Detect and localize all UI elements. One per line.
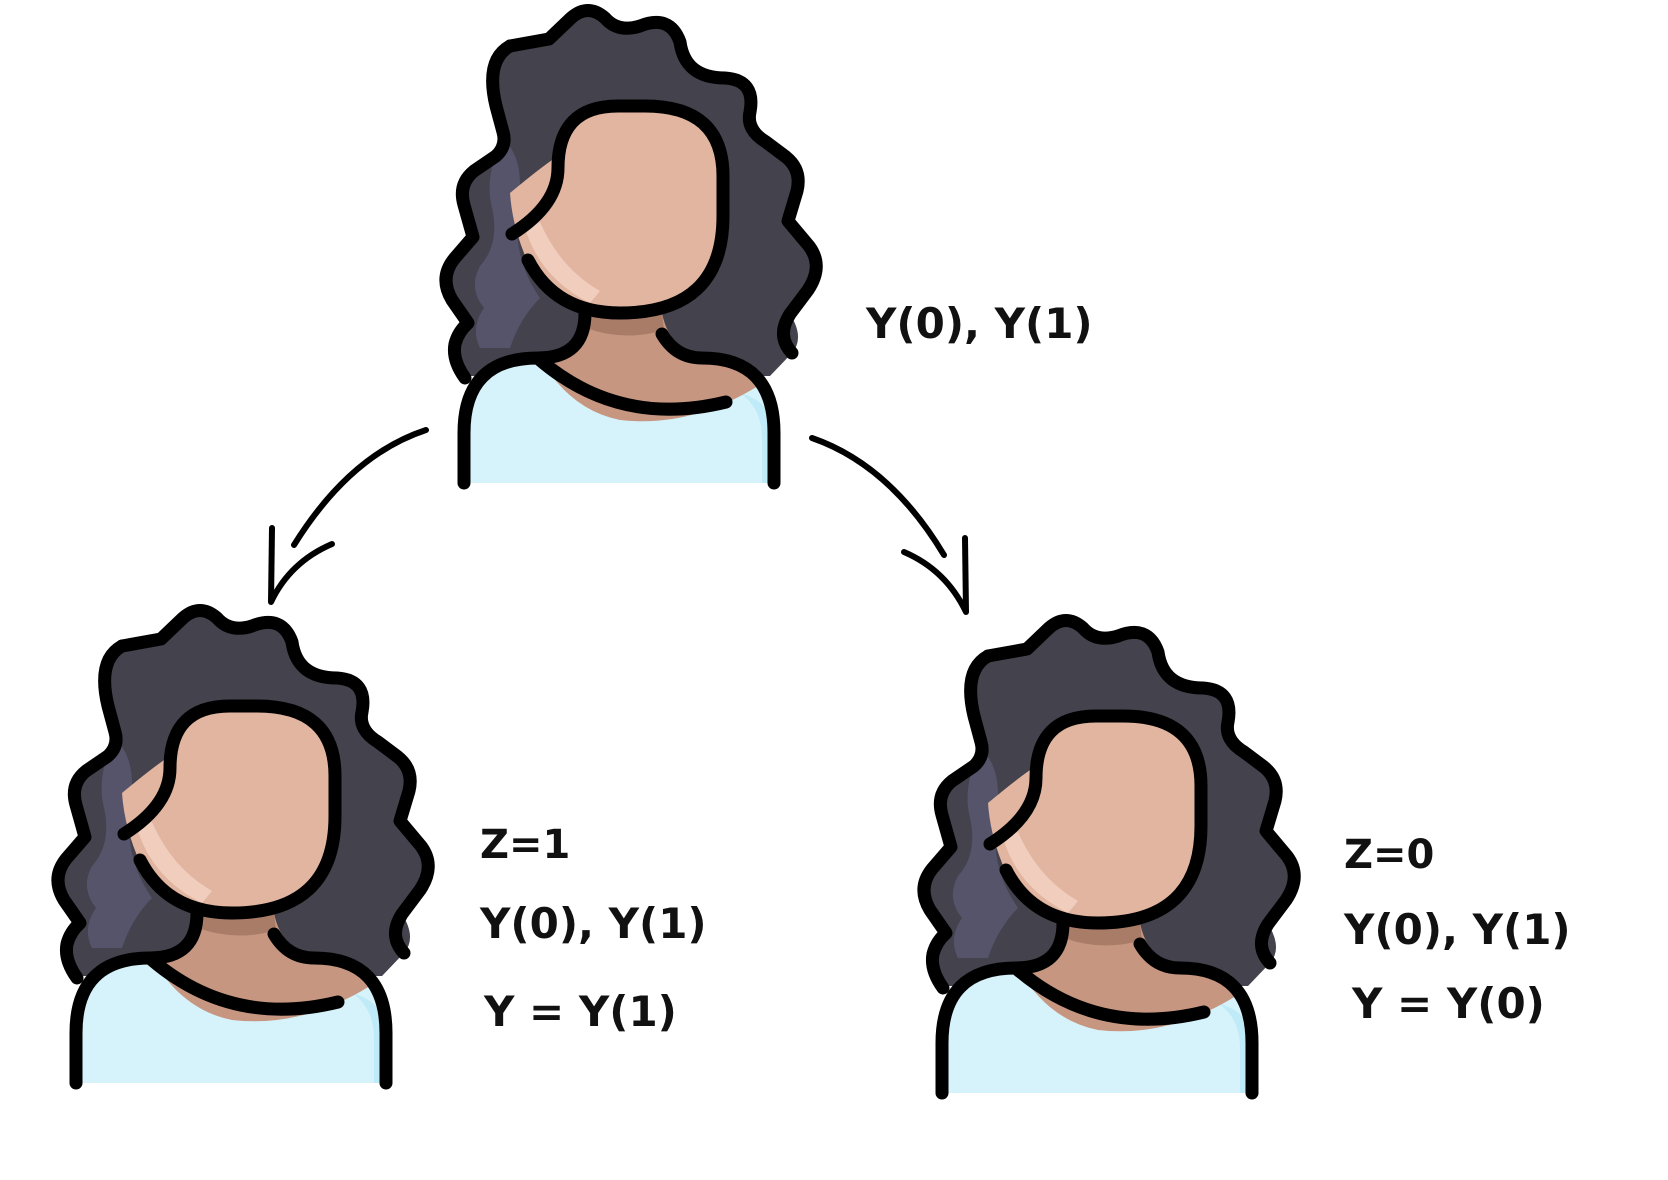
treated-observed-outcome: Y = Y(1)	[483, 987, 677, 1036]
treated-potential-outcomes: Y(0), Y(1)	[479, 899, 707, 948]
treated-person: Z=1 Y(0), Y(1) Y = Y(1)	[58, 611, 707, 1084]
woman-avatar-icon	[446, 11, 816, 484]
woman-avatar-icon	[924, 621, 1294, 1094]
woman-avatar-icon	[58, 611, 428, 1084]
control-assignment: Z=0	[1344, 832, 1434, 878]
control-person: Z=0 Y(0), Y(1) Y = Y(0)	[924, 621, 1571, 1094]
curved-arrow-left-icon	[268, 427, 429, 605]
control-observed-outcome: Y = Y(0)	[1351, 979, 1545, 1028]
control-potential-outcomes: Y(0), Y(1)	[1343, 905, 1571, 954]
curved-arrow-right-icon	[809, 435, 969, 615]
treated-assignment: Z=1	[480, 822, 570, 868]
top-potential-outcomes: Y(0), Y(1)	[865, 299, 1093, 348]
top-person: Y(0), Y(1)	[446, 11, 1093, 484]
